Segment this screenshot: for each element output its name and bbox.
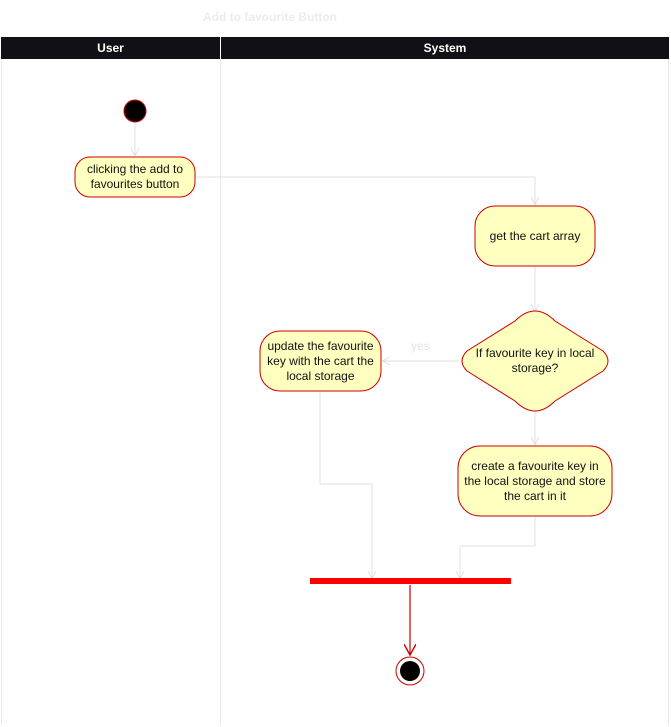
decision-favourite-key: If favourite key in local storage? (475, 346, 595, 375)
activity-get-cart-shape (474, 205, 596, 267)
edge-label-yes: yes (411, 339, 430, 353)
connector-update-to-join (319, 391, 372, 578)
activity-click-add-shape (74, 156, 196, 198)
connector-click-to-getcart (195, 176, 535, 204)
diagram-title: Add to favourite Button (203, 10, 337, 24)
activity-update-key: update the favourite key with the cart t… (267, 338, 374, 383)
lane-header-user: User (1, 37, 220, 59)
activity-create-key-shape (457, 445, 613, 517)
activity-click-add: clicking the add to favourites button (86, 162, 184, 191)
lane-header-system: System (221, 37, 669, 59)
decision-shape (461, 310, 609, 412)
lane-system (220, 59, 669, 725)
activity-update-key-shape (259, 330, 382, 392)
activity-create-key: create a favourite key in the local stor… (464, 458, 606, 503)
end-node-inner (400, 661, 420, 681)
activity-get-cart: get the cart array (489, 228, 581, 243)
start-node (123, 99, 147, 123)
connector-create-to-join (460, 516, 536, 578)
join-bar (310, 578, 511, 584)
